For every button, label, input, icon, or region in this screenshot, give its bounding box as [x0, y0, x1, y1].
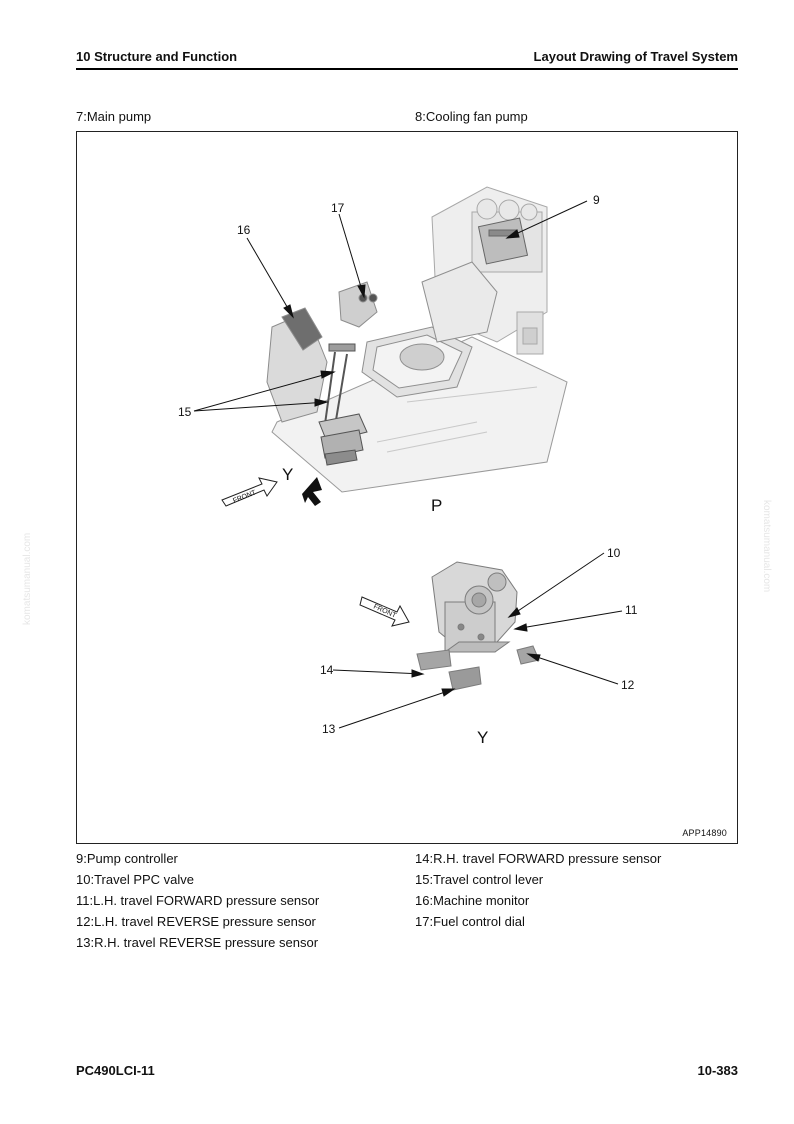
- upper-leaders: [193, 200, 588, 412]
- callout-13: 13: [322, 722, 336, 736]
- section-title: 10 Structure and Function: [76, 49, 238, 64]
- legend-item: 14:R.H. travel FORWARD pressure sensor: [415, 851, 662, 866]
- header-rule: [76, 68, 738, 70]
- view-arrow-y-label: Y: [282, 465, 293, 484]
- callout-11: 11: [625, 603, 638, 617]
- caption-cooling-fan-pump: 8:Cooling fan pump: [415, 109, 528, 124]
- figure-code: APP14890: [682, 828, 727, 838]
- legend-item: 10:Travel PPC valve: [76, 872, 195, 887]
- front-arrow-lower: FRONT: [359, 596, 410, 627]
- operator-seat: [361, 261, 498, 398]
- callout-9: 9: [593, 193, 600, 207]
- footer-page-number: 10-383: [697, 1063, 738, 1078]
- callout-15: 15: [178, 405, 192, 419]
- travel-levers: [324, 343, 356, 427]
- pump-controller-box: [477, 217, 529, 265]
- legend-item: 17:Fuel control dial: [415, 914, 525, 929]
- footer-model: PC490LCI-11: [76, 1063, 155, 1078]
- legend-item: 13:R.H. travel REVERSE pressure sensor: [76, 935, 319, 950]
- legend-item: 15:Travel control lever: [415, 872, 544, 887]
- legend-left: 9:Pump controller 10:Travel PPC valve 11…: [76, 848, 319, 953]
- figure-drawing: 9 17 16 15 Y FRONT P: [178, 186, 638, 747]
- callout-12: 12: [621, 678, 635, 692]
- callout-17: 17: [331, 201, 345, 215]
- legend-item: 11:L.H. travel FORWARD pressure sensor: [76, 893, 320, 908]
- view-y-label: Y: [477, 728, 488, 747]
- watermark-left: komatsumanual.com: [22, 532, 33, 625]
- legend-item: 9:Pump controller: [76, 851, 178, 866]
- view-y-arrow: [302, 477, 322, 506]
- caption-main-pump: 7:Main pump: [76, 109, 152, 124]
- watermark-right: komatsumanual.com: [761, 500, 772, 593]
- legend-right: 14:R.H. travel FORWARD pressure sensor 1…: [415, 848, 661, 932]
- console-and-monitor: [266, 281, 378, 423]
- callout-14: 14: [320, 663, 334, 677]
- callout-10: 10: [607, 546, 621, 560]
- front-arrow-upper: FRONT: [221, 477, 278, 507]
- page-topic: Layout Drawing of Travel System: [533, 49, 738, 64]
- callout-16: 16: [237, 223, 251, 237]
- lower-leaders: [332, 552, 623, 729]
- layout-figure: 9 17 16 15 Y FRONT P: [76, 131, 738, 844]
- travel-pedals: [318, 413, 368, 466]
- legend-item: 12:L.H. travel REVERSE pressure sensor: [76, 914, 316, 929]
- view-p-label: P: [431, 496, 442, 515]
- ppc-valve-body: [416, 561, 540, 691]
- floor-detail-lines: [376, 386, 538, 453]
- legend-item: 16:Machine monitor: [415, 893, 530, 908]
